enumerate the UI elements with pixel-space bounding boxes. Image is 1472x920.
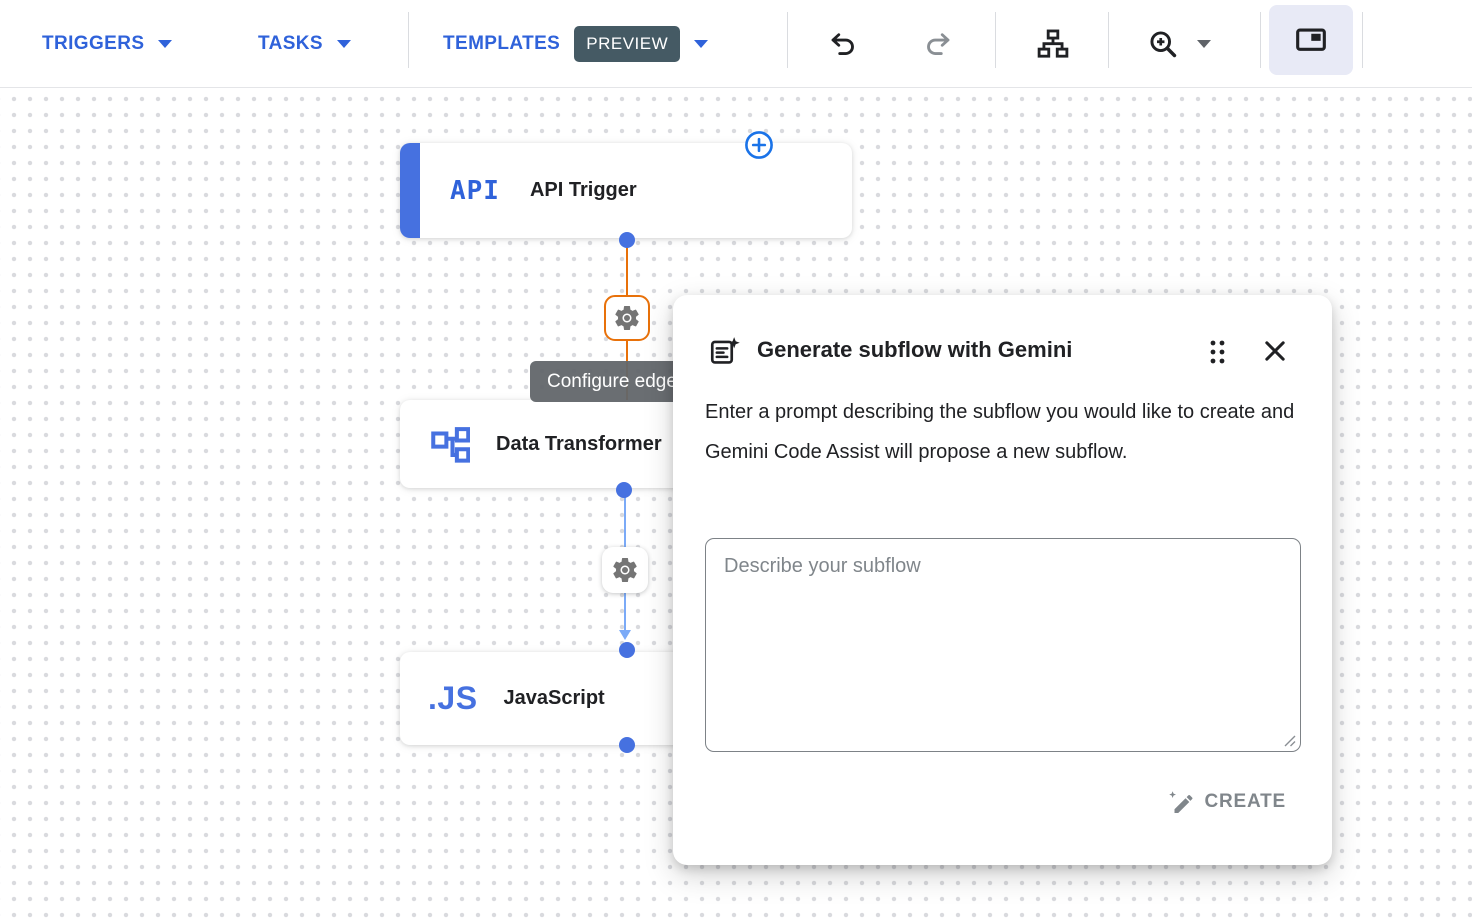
triggers-menu-label: TRIGGERS [42,33,145,54]
configure-edge-tooltip: Configure edge [530,361,694,402]
picture-in-picture-icon [1294,23,1328,57]
data-transformer-icon [428,423,470,465]
plus-circle-icon [744,130,774,160]
edge-arrowhead-icon [619,630,631,640]
zoom-menu-button[interactable] [1147,0,1211,88]
triggers-menu-button[interactable]: TRIGGERS [42,0,173,88]
magic-pencil-icon [1166,789,1194,815]
toolbar-divider [408,12,409,68]
connector-dot[interactable] [619,737,635,753]
chevron-down-icon [694,40,709,48]
preview-badge: PREVIEW [574,26,681,62]
edge-datatransformer-to-javascript[interactable] [624,592,626,632]
zoom-in-icon [1147,28,1179,60]
toolbar-divider [1108,12,1109,68]
api-trigger-icon: API [450,175,500,206]
undo-icon [828,29,858,59]
undo-button[interactable] [819,20,867,68]
close-icon[interactable] [1259,335,1291,367]
chevron-down-icon [1197,40,1211,48]
connector-dot[interactable] [616,482,632,498]
node-label: API Trigger [529,179,637,201]
create-button[interactable]: CREATE [1162,783,1290,821]
top-toolbar: TRIGGERS TASKS TEMPLATES PREVIEW [0,0,1472,88]
subflow-prompt-input[interactable] [705,538,1301,752]
tooltip-text: Configure edge [547,370,677,392]
chevron-down-icon [158,40,173,48]
minimap-toggle-button[interactable] [1269,5,1353,75]
tasks-menu-button[interactable]: TASKS [258,0,351,88]
gear-icon [610,555,640,585]
chevron-down-icon [336,40,351,48]
tasks-menu-label: TASKS [258,33,323,54]
node-label: Data Transformer [496,432,662,455]
create-button-label: CREATE [1204,791,1286,812]
sitemap-icon [1036,27,1070,61]
configure-edge-button[interactable] [602,547,648,593]
templates-menu-label: TEMPLATES [443,33,561,54]
dialog-title: Generate subflow with Gemini [757,337,1073,362]
templates-menu-button[interactable]: TEMPLATES PREVIEW [443,0,709,88]
toolbar-divider [995,12,996,68]
edge-api-to-datatransformer[interactable] [626,240,628,296]
add-node-button[interactable] [744,130,774,160]
toolbar-divider [787,12,788,68]
connector-dot[interactable] [619,642,635,658]
connector-dot[interactable] [619,232,635,248]
dialog-description: Enter a prompt describing the subflow yo… [705,401,1295,463]
generate-note-sparkle-icon [708,335,740,367]
node-label: JavaScript [503,687,605,709]
redo-icon [923,29,953,59]
toolbar-divider [1260,12,1261,68]
gear-icon [612,303,642,333]
edge-datatransformer-to-javascript[interactable] [624,490,626,548]
drag-handle-icon[interactable] [1207,336,1229,368]
trigger-accent-bar [400,143,420,238]
prompt-field-wrap [705,538,1301,752]
auto-layout-button[interactable] [1029,20,1077,68]
node-api-trigger[interactable]: API API Trigger [400,143,852,238]
toolbar-divider [1362,12,1363,68]
generate-subflow-dialog: Generate subflow with Gemini Enter a pro… [673,295,1332,865]
configure-edge-button-selected[interactable] [604,295,650,341]
javascript-icon: .JS [428,680,478,716]
redo-button[interactable] [914,20,962,68]
